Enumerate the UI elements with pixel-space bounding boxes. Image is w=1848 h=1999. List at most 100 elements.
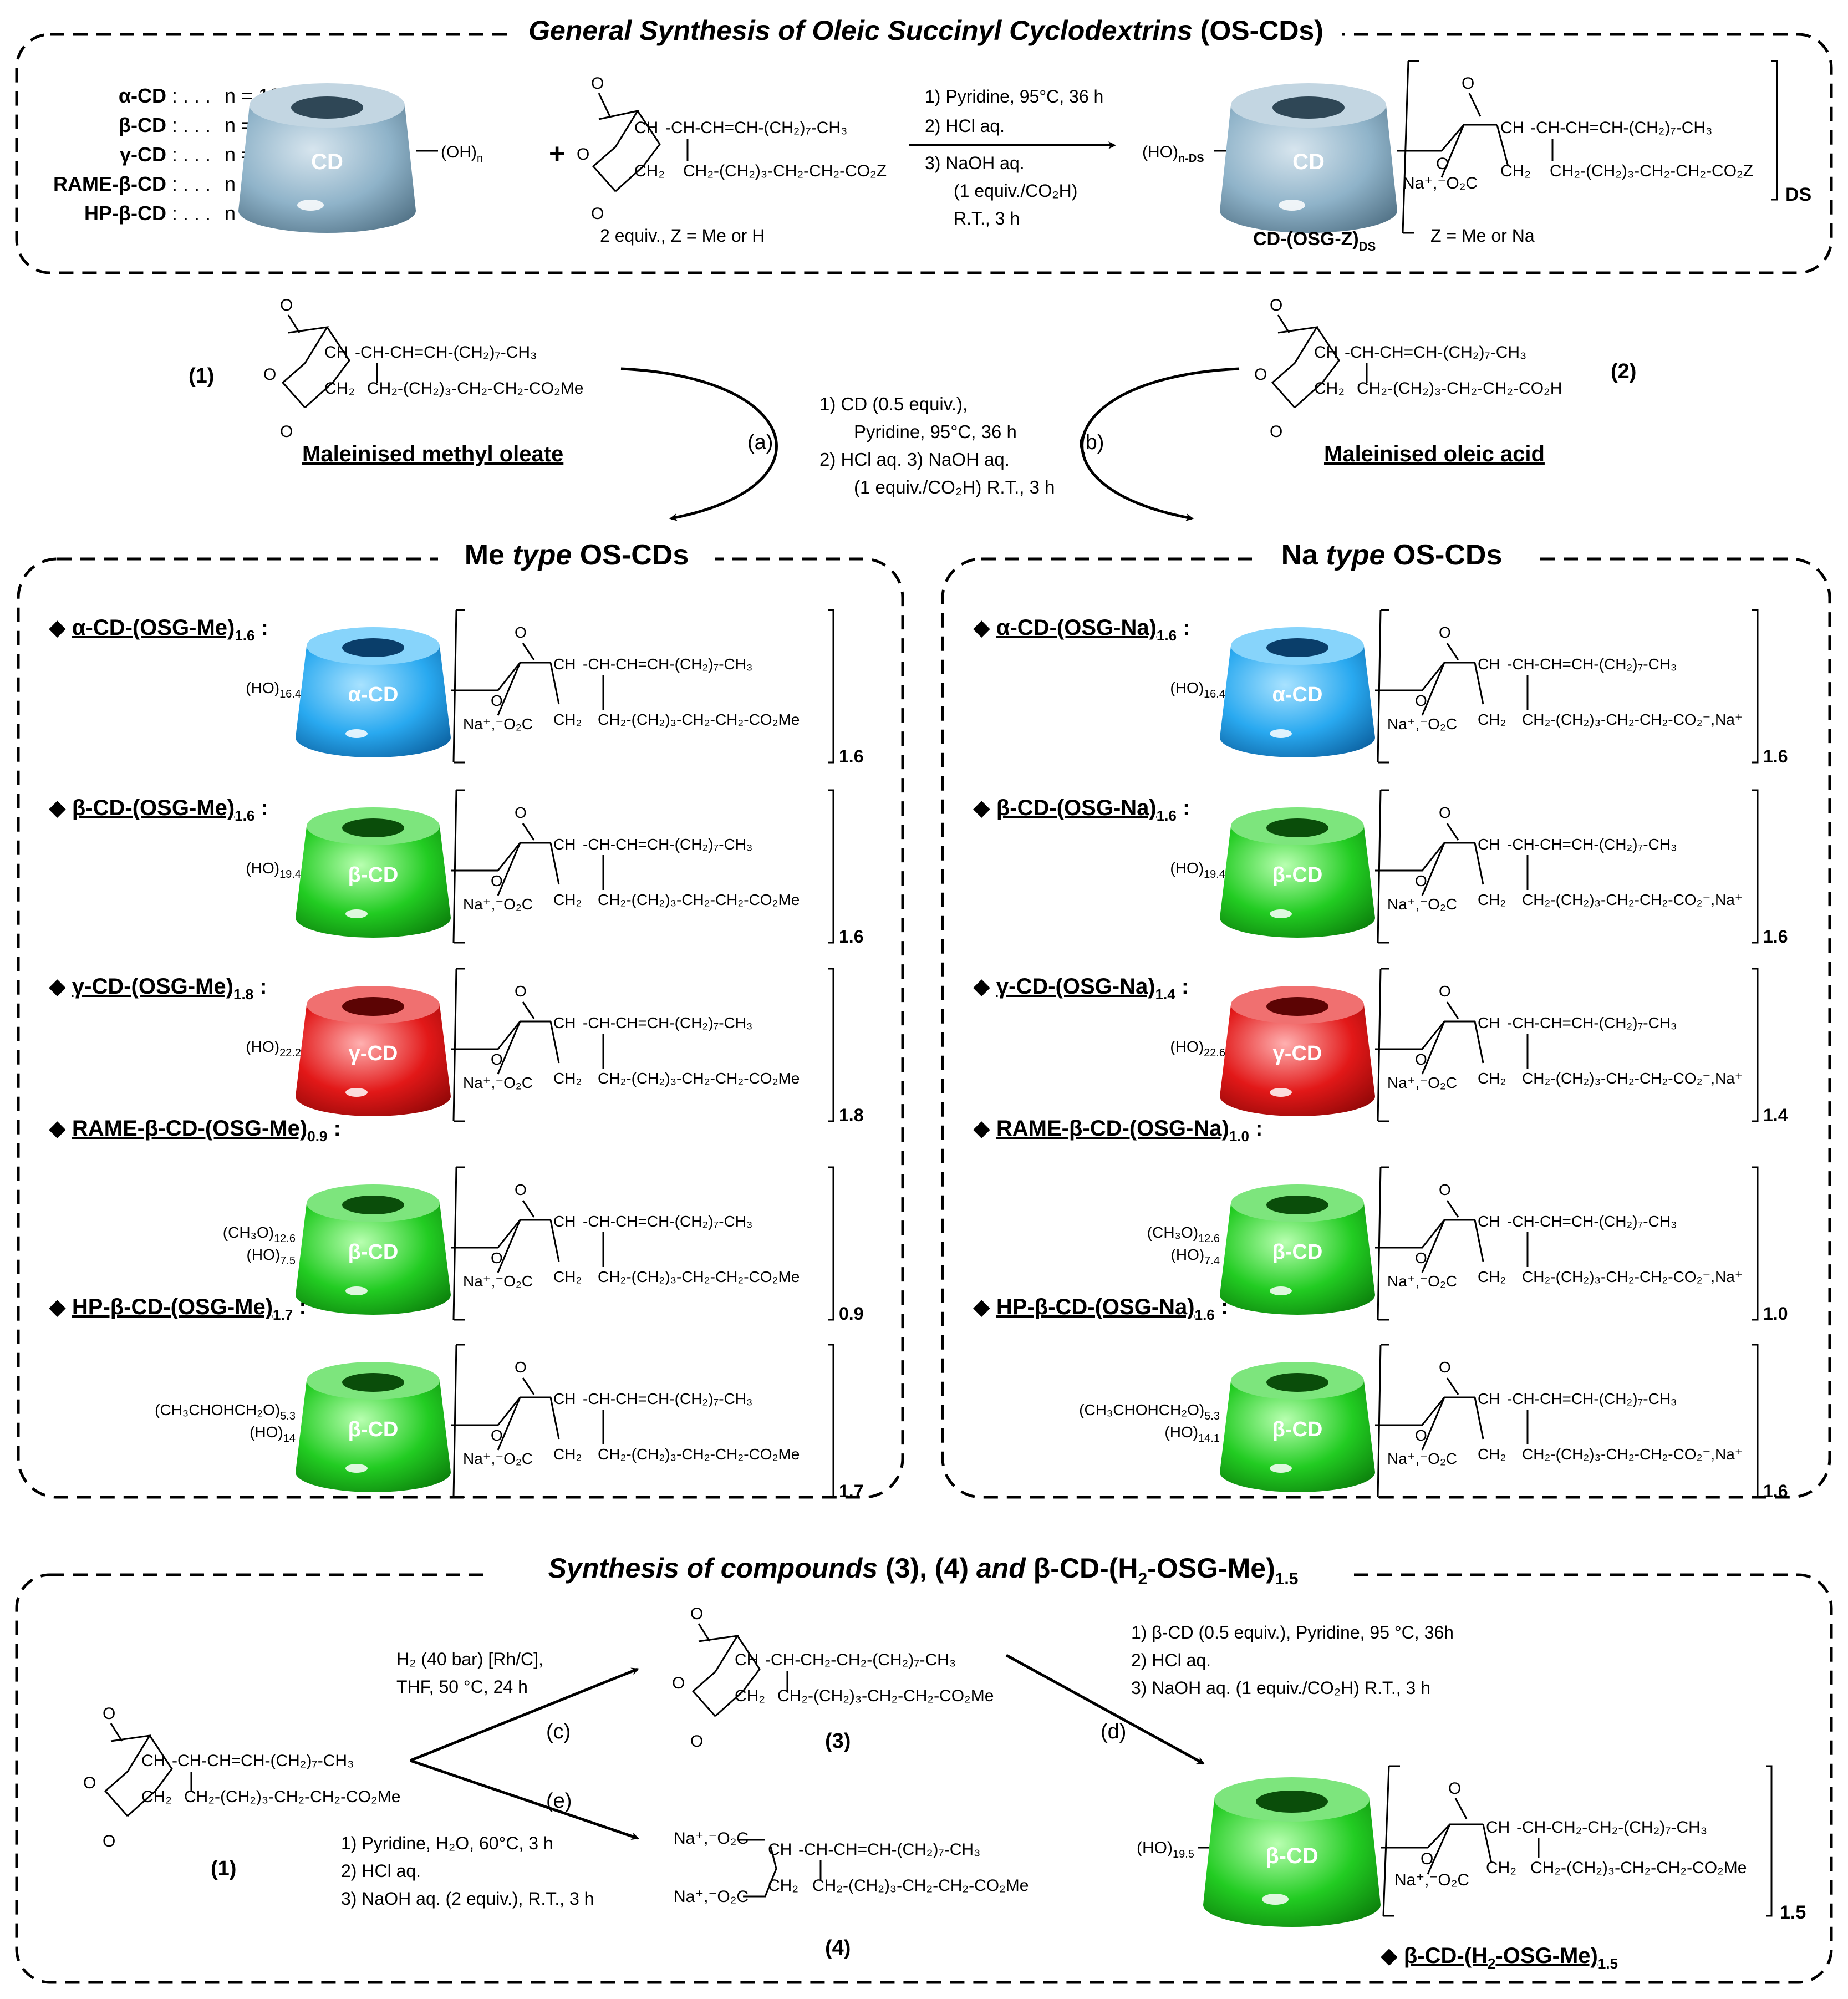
svg-text:O: O	[1439, 1359, 1451, 1376]
os-cd-entry: ◆ RAME-β-CD-(OSG-Na)1.0 :β-CD(CH₃O)12.6(…	[973, 1116, 1788, 1324]
svg-text:Na⁺,⁻O₂C: Na⁺,⁻O₂C	[1394, 1871, 1469, 1889]
svg-text:THF, 50 °C, 24 h: THF, 50 °C, 24 h	[396, 1677, 528, 1697]
svg-text:CH: CH	[141, 1752, 165, 1770]
entry-label: ◆ γ-CD-(OSG-Me)1.8 :	[49, 974, 267, 1003]
carbonyl-o: O	[591, 74, 604, 93]
svg-text:CH₂-(CH₂)₃-CH₂-CH₂-CO₂Me: CH₂-(CH₂)₃-CH₂-CH₂-CO₂Me	[598, 1446, 800, 1463]
hydroxyl-prefix: (HO)16.4	[246, 679, 301, 700]
entry-label: ◆ β-CD-(OSG-Na)1.6 :	[973, 796, 1190, 824]
cd-torus: CD	[238, 83, 416, 233]
svg-text:CH₂-(CH₂)₃-CH₂-CH₂-CO₂Me: CH₂-(CH₂)₃-CH₂-CH₂-CO₂Me	[184, 1788, 400, 1806]
svg-text:CH: CH	[1500, 119, 1524, 137]
svg-text:CH₂-(CH₂)₃-CH₂-CH₂-CO₂⁻,Na⁺: CH₂-(CH₂)₃-CH₂-CH₂-CO₂⁻,Na⁺	[1522, 711, 1743, 728]
alkene-chain: -CH-CH=CH-(CH₂)₇-CH₃	[665, 119, 847, 137]
entry-label: ◆ HP-β-CD-(OSG-Na)1.6 :	[973, 1295, 1228, 1323]
svg-text:CH₂: CH₂	[735, 1687, 765, 1705]
entry-label: ◆ α-CD-(OSG-Me)1.6 :	[49, 616, 268, 644]
product-prefix: (HO)19.5	[1137, 1839, 1194, 1860]
svg-text:CH: CH	[553, 1014, 576, 1031]
svg-text:O: O	[280, 423, 293, 441]
svg-text:Na⁺,⁻O₂C: Na⁺,⁻O₂C	[463, 896, 533, 913]
svg-text:CH₂-(CH₂)₃-CH₂-CH₂-CO₂⁻,Na⁺: CH₂-(CH₂)₃-CH₂-CH₂-CO₂⁻,Na⁺	[1522, 1268, 1743, 1285]
cd-torus: α-CD	[1220, 627, 1375, 757]
entry-label: ◆ β-CD-(OSG-Me)1.6 :	[49, 796, 268, 824]
svg-text:CH₂: CH₂	[1486, 1859, 1516, 1877]
svg-text:Na⁺,⁻O₂C: Na⁺,⁻O₂C	[674, 1888, 749, 1906]
svg-text:1) CD (0.5 equiv.),: 1) CD (0.5 equiv.),	[819, 394, 968, 414]
cd-torus: β-CD	[296, 807, 451, 938]
svg-text:O: O	[1448, 1779, 1461, 1798]
svg-text:1) Pyridine, H₂O, 60°C, 3 h: 1) Pyridine, H₂O, 60°C, 3 h	[341, 1833, 553, 1853]
svg-text:CH: CH	[324, 343, 348, 362]
cd-torus: β-CD	[1203, 1777, 1381, 1927]
compound-4-number: (4)	[825, 1936, 851, 1960]
cd-dots: : . . .	[172, 202, 211, 225]
compound-2-number: (2)	[1611, 360, 1636, 383]
ch2-group: CH₂	[634, 162, 665, 180]
svg-text:O: O	[515, 1181, 527, 1198]
cd-torus: γ-CD	[1220, 986, 1375, 1116]
hydroxyl-prefix: (HO)14.1	[1164, 1423, 1220, 1444]
middle-conditions: 1) CD (0.5 equiv.), Pyridine, 95°C, 36 h…	[819, 394, 1055, 497]
svg-text:O: O	[263, 365, 276, 384]
panel-frame	[17, 557, 904, 1499]
compound-1-number: (1)	[189, 364, 214, 388]
svg-text:O: O	[1439, 1181, 1451, 1198]
anhydride-reagent: O O O CH -CH-CH=CH-(CH₂)₇-CH₃ CH₂ CH₂-(C…	[577, 74, 887, 223]
svg-text:-CH-CH=CH-(CH₂)₇-CH₃: -CH-CH=CH-(CH₂)₇-CH₃	[583, 836, 752, 853]
svg-text:-CH-CH=CH-(CH₂)₇-CH₃: -CH-CH=CH-(CH₂)₇-CH₃	[1345, 343, 1526, 362]
panel-frame	[15, 1573, 1833, 1984]
compound-4: Na⁺,⁻O₂C Na⁺,⁻O₂C CH -CH-CH=CH-(CH₂)₇-CH…	[674, 1829, 1029, 1906]
svg-text:-CH-CH=CH-(CH₂)₇-CH₃: -CH-CH=CH-(CH₂)₇-CH₃	[583, 1390, 752, 1407]
svg-text:CH: CH	[1478, 1213, 1500, 1230]
svg-text:CH₂-(CH₂)₃-CH₂-CH₂-CO₂⁻,Na⁺: CH₂-(CH₂)₃-CH₂-CH₂-CO₂⁻,Na⁺	[1522, 891, 1743, 908]
panel-title: Synthesis of compounds (3), (4) and β-CD…	[548, 1553, 1299, 1588]
svg-text:CH₂: CH₂	[553, 1446, 582, 1463]
svg-text:CH₂: CH₂	[1478, 711, 1506, 728]
substituent-prefix: (CH₃O)12.6	[223, 1224, 296, 1245]
cd-label: β-CD	[348, 863, 399, 887]
svg-text:CH₂: CH₂	[553, 891, 582, 908]
cd-name: α-CD	[119, 84, 166, 107]
svg-text:CH₂: CH₂	[1478, 1446, 1506, 1463]
svg-text:-CH-CH=CH-(CH₂)₇-CH₃: -CH-CH=CH-(CH₂)₇-CH₃	[172, 1752, 354, 1770]
title-mask	[510, 11, 1342, 55]
svg-text:CH₂: CH₂	[553, 1070, 582, 1087]
svg-text:O: O	[1439, 804, 1451, 821]
svg-text:(1 equiv./CO₂H): (1 equiv./CO₂H)	[954, 181, 1077, 201]
svg-text:CH₂: CH₂	[1478, 891, 1506, 908]
os-cd-entry: ◆ γ-CD-(OSG-Me)1.8 :γ-CD(HO)22.2OOCH-CH-…	[49, 968, 863, 1125]
route-d-label: (d)	[1101, 1720, 1126, 1743]
entry-label: ◆ γ-CD-(OSG-Na)1.4 :	[973, 974, 1189, 1003]
panel-title: Me type OS-CDs	[465, 539, 689, 571]
svg-text:CH₂: CH₂	[553, 1268, 582, 1285]
compound-1-number: (1)	[211, 1857, 236, 1880]
route-e-label: (e)	[546, 1789, 572, 1813]
cd-dots: : . . .	[172, 84, 211, 107]
os-cd-entry: ◆ β-CD-(OSG-Me)1.6 :β-CD(HO)19.4OOCH-CH-…	[49, 789, 863, 947]
svg-text:CH: CH	[1478, 1390, 1500, 1407]
compound-3-number: (3)	[825, 1730, 851, 1753]
svg-text:CH: CH	[735, 1651, 758, 1669]
svg-text:-CH-CH=CH-(CH₂)₇-CH₃: -CH-CH=CH-(CH₂)₇-CH₃	[583, 1014, 752, 1031]
svg-text:Na⁺,⁻O₂C: Na⁺,⁻O₂C	[674, 1829, 749, 1848]
svg-text:2) HCl aq.: 2) HCl aq.	[341, 1861, 421, 1881]
svg-text:2) HCl aq.: 2) HCl aq.	[1131, 1650, 1211, 1670]
svg-text:O: O	[1436, 155, 1449, 173]
svg-text:H₂ (40 bar) [Rh/C],: H₂ (40 bar) [Rh/C],	[396, 1649, 543, 1669]
ds-value: 1.6	[839, 746, 863, 766]
na-items: ◆ α-CD-(OSG-Na)1.6 :α-CD(HO)16.4OOCH-CH-…	[973, 609, 1788, 1501]
entry-label: ◆ HP-β-CD-(OSG-Me)1.7 :	[49, 1295, 307, 1323]
svg-text:-CH-CH₂-CH₂-(CH₂)₇-CH₃: -CH-CH₂-CH₂-(CH₂)₇-CH₃	[1516, 1818, 1707, 1837]
product-prefix: (HO)n-DS	[1142, 143, 1204, 165]
svg-text:O: O	[690, 1605, 703, 1623]
cd-label: β-CD	[1272, 1240, 1323, 1264]
ds-value: 0.9	[839, 1304, 863, 1324]
cd-torus: α-CD	[296, 627, 451, 757]
svg-text:1) β-CD (0.5 equiv.), Pyridin: 1) β-CD (0.5 equiv.), Pyridine, 95 °C, 3…	[1131, 1622, 1454, 1642]
svg-text:O: O	[491, 692, 503, 709]
svg-text:CH: CH	[553, 1390, 576, 1407]
